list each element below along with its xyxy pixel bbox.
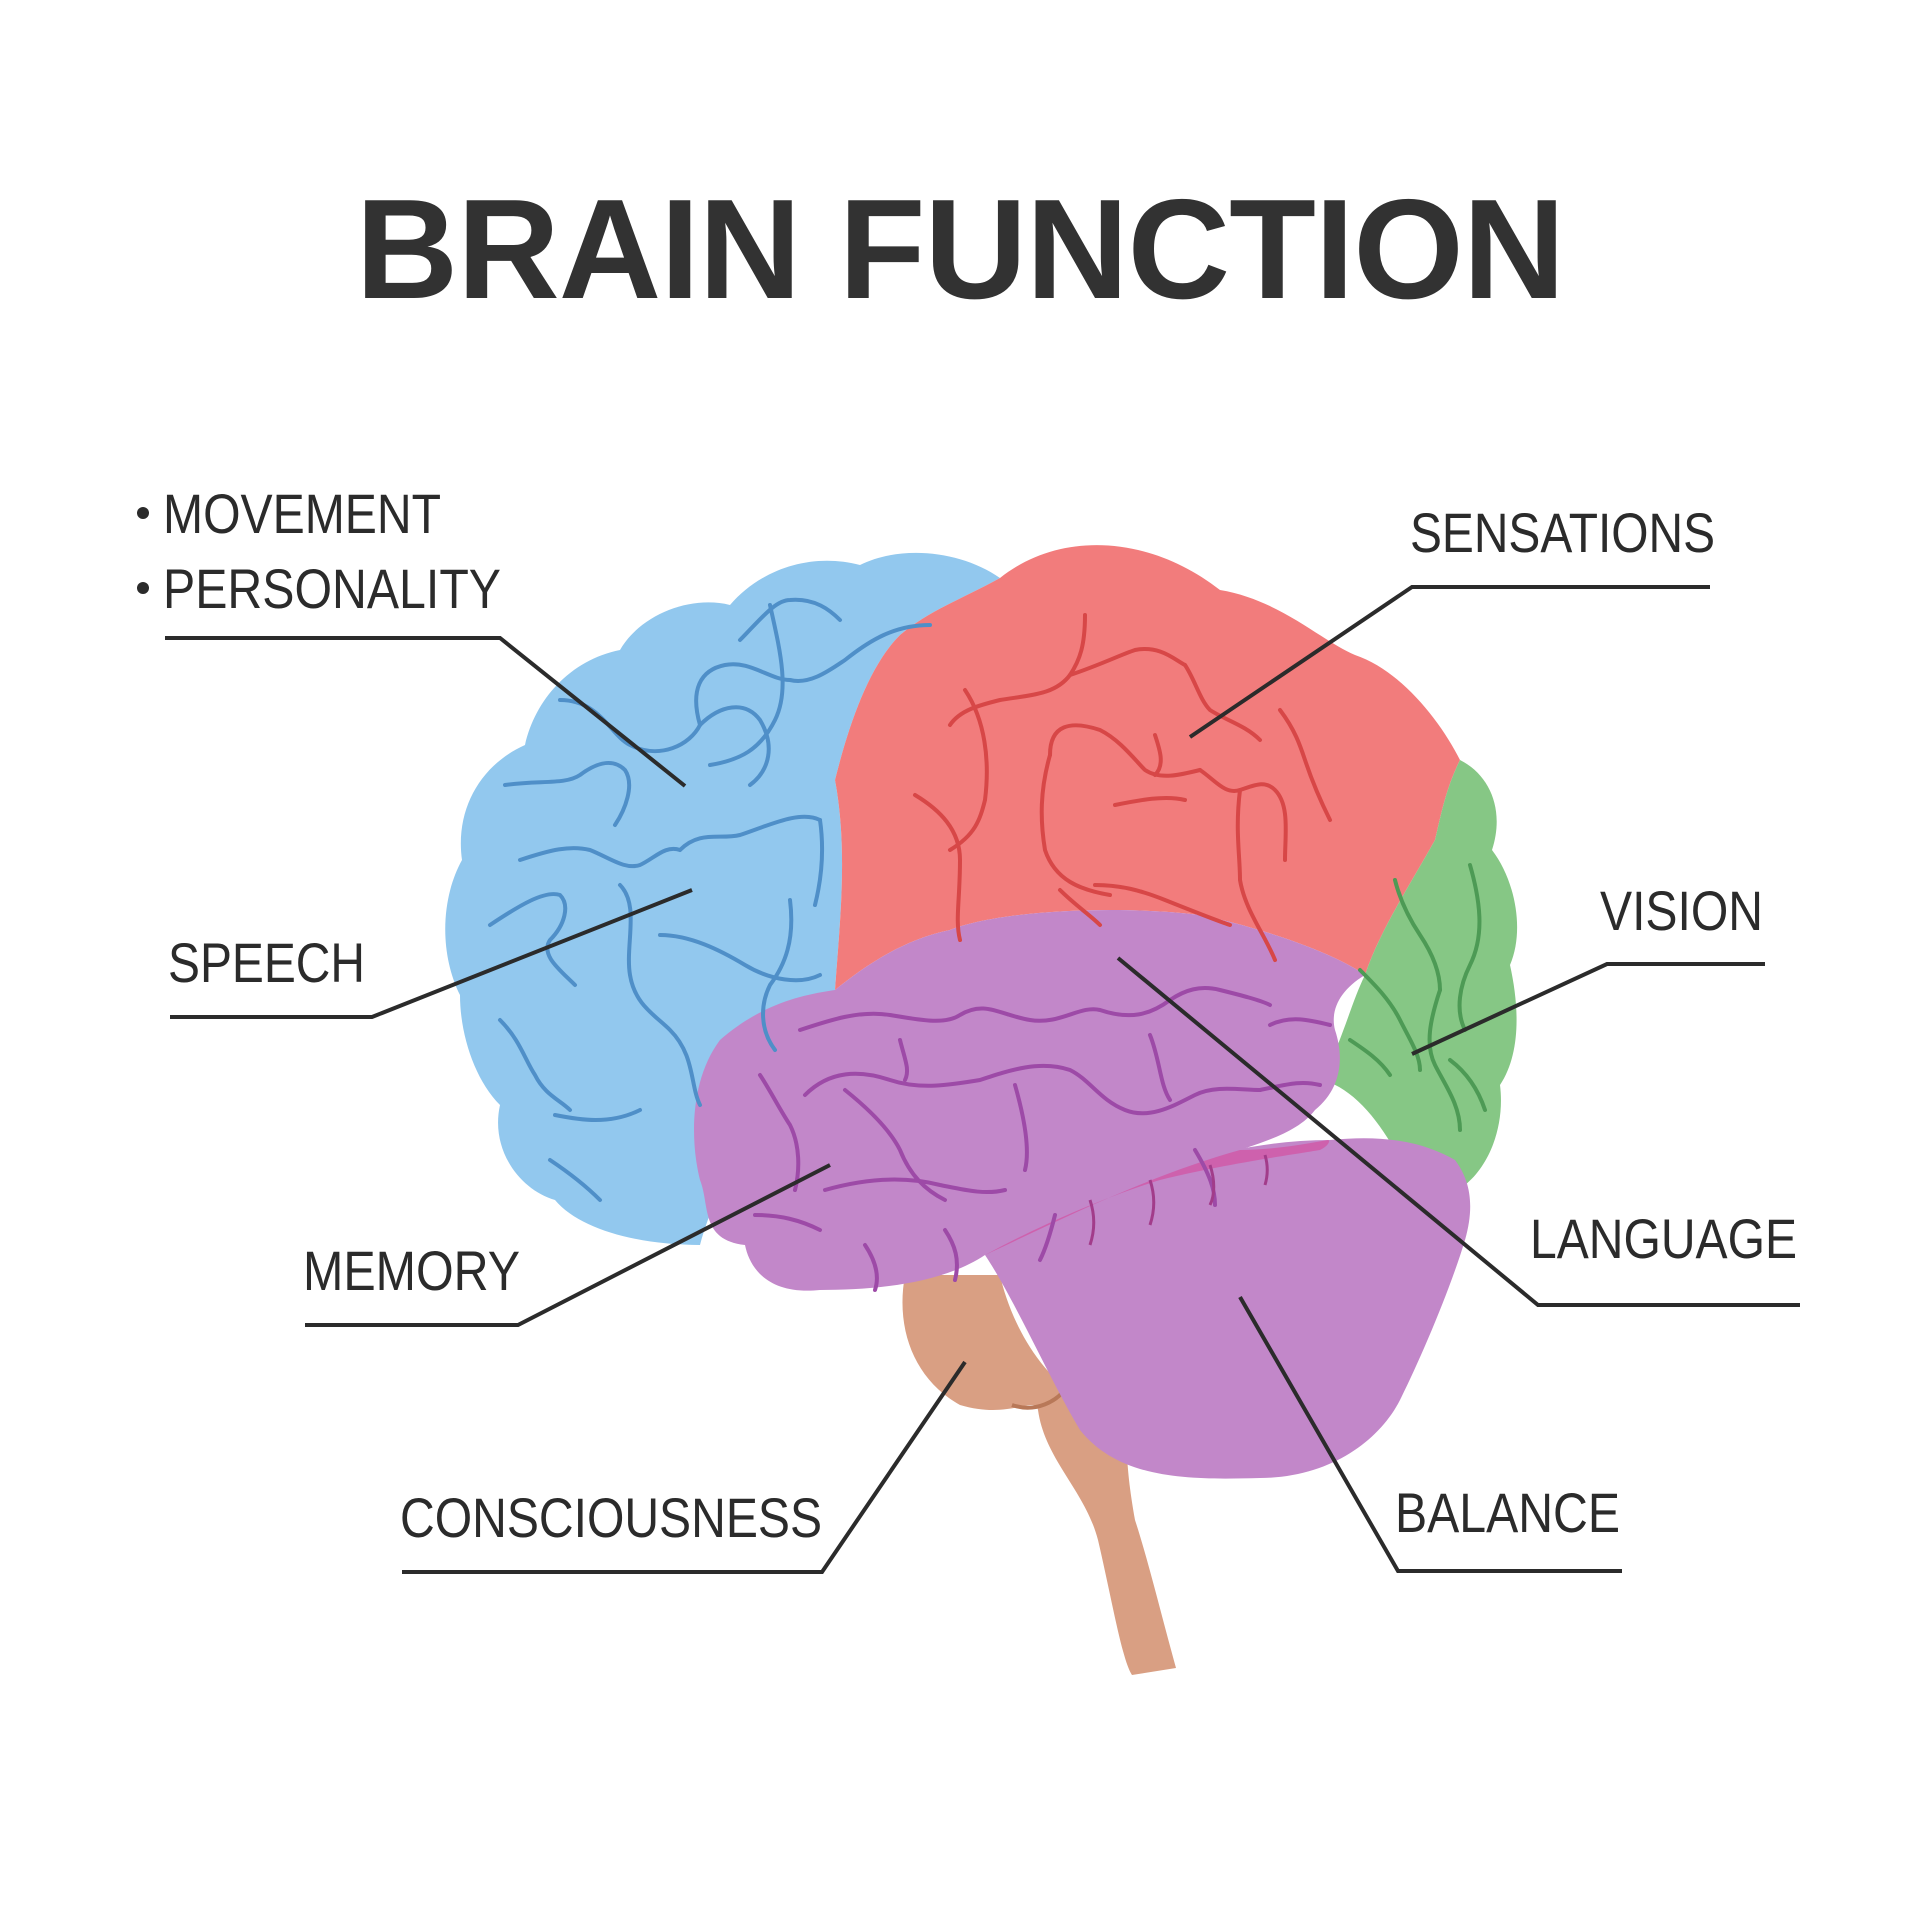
label-movement: MOVEMENT <box>163 482 441 545</box>
leader-memory <box>305 1163 831 1327</box>
label-balance: BALANCE <box>1395 1481 1620 1544</box>
label-sensations: SENSATIONS <box>1410 501 1715 564</box>
leader-balance <box>1238 1296 1622 1573</box>
frontal-lobe-gyri <box>488 597 932 1202</box>
label-memory: MEMORY <box>303 1239 520 1302</box>
overlap-region <box>985 1140 1330 1255</box>
leader-consciousness <box>402 1360 967 1574</box>
brainstem-region <box>902 1275 1176 1675</box>
leader-sensations <box>1188 585 1710 739</box>
label-language: LANGUAGE <box>1530 1207 1797 1270</box>
leader-lines <box>165 585 1800 1574</box>
bullet-personality <box>137 582 149 594</box>
bullet-movement <box>137 507 149 519</box>
leader-vision <box>1411 962 1765 1056</box>
parietal-lobe-region <box>835 545 1460 990</box>
parietal-lobe-gyri <box>913 613 1332 962</box>
label-personality: PERSONALITY <box>163 557 501 620</box>
frontal-lobe-region <box>445 552 1000 1245</box>
page-title: BRAIN FUNCTION <box>356 170 1565 329</box>
leader-speech <box>170 888 693 1019</box>
label-vision: VISION <box>1600 879 1763 942</box>
temporal-lobe-region <box>694 910 1365 1291</box>
label-consciousness: CONSCIOUSNESS <box>400 1486 822 1549</box>
leader-movement-personality <box>165 636 687 788</box>
occipital-lobe-gyri <box>1348 863 1487 1132</box>
label-speech: SPEECH <box>168 931 365 994</box>
temporal-lobe-gyri <box>753 986 1332 1292</box>
leader-language <box>1116 956 1800 1307</box>
overlap-stripes <box>1088 1154 1269 1246</box>
cerebellum-region <box>985 1138 1471 1479</box>
